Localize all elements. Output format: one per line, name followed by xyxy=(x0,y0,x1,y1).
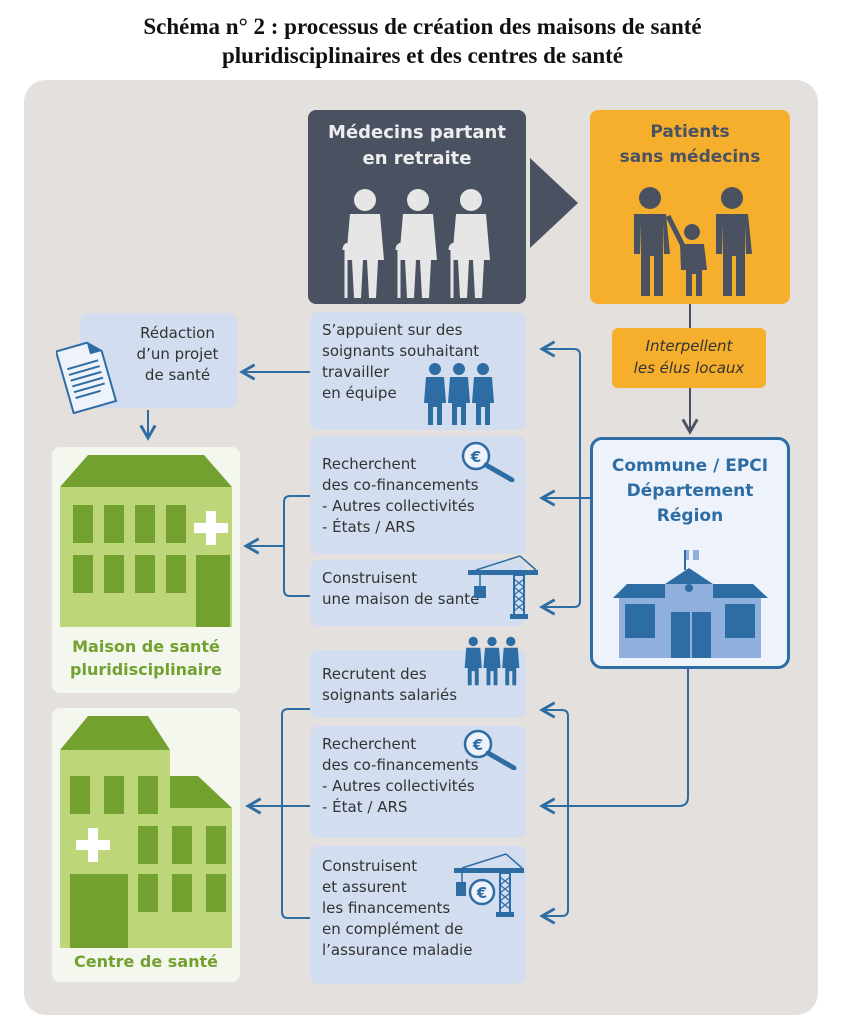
task-cds-build-finance: Construisent et assurent les financement… xyxy=(310,846,526,984)
msp-label-line-1: Maison de santé xyxy=(72,637,220,656)
msp-outcome-box: Maison de santé pluridisciplinaire xyxy=(52,447,240,693)
caregivers-icon xyxy=(464,636,520,686)
msp-label-line-2: pluridisciplinaire xyxy=(70,660,222,679)
task-text: S’appuient sur des soignants souhaitant … xyxy=(310,312,526,404)
doctor-figure-2 xyxy=(395,189,437,298)
retiring-doctors-box: Médecins partant en retraite xyxy=(308,110,526,304)
msp-label: Maison de santé pluridisciplinaire xyxy=(52,635,240,681)
diagram-title: Schéma n° 2 : processus de création des … xyxy=(0,12,845,70)
task-msp-caregivers: S’appuient sur des soignants souhaitant … xyxy=(310,312,526,430)
retired-doctors-icon xyxy=(342,189,490,298)
task-line: en équipe xyxy=(322,384,397,402)
task-line: l’assurance maladie xyxy=(322,941,473,959)
task-text: Construisent et assurent les financement… xyxy=(310,846,526,961)
cds-label: Centre de santé xyxy=(73,952,219,971)
retiring-doctors-label: Médecins partant en retraite xyxy=(308,120,526,172)
town-hall-icon xyxy=(613,550,768,658)
task-line: Construisent xyxy=(322,857,418,875)
task-line: en complément de xyxy=(322,920,464,938)
task-line: et assurent xyxy=(322,878,407,896)
patients-line-1: Patients xyxy=(650,122,730,142)
doctor-figure-1 xyxy=(342,189,384,298)
task-line: - État / ARS xyxy=(322,798,408,816)
interpellent-box: Interpellent les élus locaux xyxy=(612,328,766,388)
health-house-building-icon xyxy=(60,455,232,627)
caregivers-icon xyxy=(424,363,494,425)
doctor-figure-3 xyxy=(448,189,490,298)
euro-magnifier-icon: € xyxy=(461,441,515,482)
patients-line-2: sans médecins xyxy=(619,147,761,167)
task-line: S’appuient sur des xyxy=(322,321,463,339)
task-line: des co-financements xyxy=(322,476,479,494)
task-cds-cofinancing: Recherchent des co-financements - Autres… xyxy=(310,726,526,838)
task-text: Recherchent des co-financements - Autres… xyxy=(310,436,526,538)
task-text: Recherchent des co-financements - Autres… xyxy=(310,726,526,818)
commune-line-1: Commune / EPCI xyxy=(611,456,769,476)
euro-magnifier-icon: € xyxy=(463,729,517,770)
health-project-label: Rédaction d’un projet de santé xyxy=(80,313,237,386)
crane-icon xyxy=(468,555,538,619)
commune-line-3: Région xyxy=(656,506,724,526)
task-line: travailler xyxy=(322,363,390,381)
task-text: Construisent une maison de santé xyxy=(310,560,526,610)
interpellent-label: Interpellent les élus locaux xyxy=(612,335,766,379)
task-text: Recrutent des soignants salariés xyxy=(310,650,526,706)
task-line: soignants salariés xyxy=(322,686,458,704)
task-line: Recherchent xyxy=(322,735,417,753)
cross-icon xyxy=(76,828,110,862)
task-line: les financements xyxy=(322,899,451,917)
family-icon xyxy=(634,187,752,296)
crane-euro-icon: € xyxy=(454,853,524,917)
interpellent-line-1: Interpellent xyxy=(645,337,733,355)
commune-box: Commune / EPCI Département Région xyxy=(590,437,790,669)
title-line-2: pluridisciplinaires et des centres de sa… xyxy=(221,43,623,68)
task-line: - Autres collectivités xyxy=(322,497,475,515)
svg-text:€: € xyxy=(472,736,483,754)
task-msp-build: Construisent une maison de santé xyxy=(310,555,538,626)
task-line: - États / ARS xyxy=(322,518,416,536)
health-project-line-2: d’un projet xyxy=(136,345,219,363)
patients-label: Patients sans médecins xyxy=(590,120,790,170)
task-line: une maison de santé xyxy=(322,590,480,608)
health-project-line-1: Rédaction xyxy=(140,324,215,342)
task-line: soignants souhaitant xyxy=(322,342,480,360)
document-icon xyxy=(56,341,118,414)
title-line-1: Schéma n° 2 : processus de création des … xyxy=(143,14,702,39)
cross-icon xyxy=(194,511,228,545)
task-line: - Autres collectivités xyxy=(322,777,475,795)
task-cds-recruit: Recrutent des soignants salariés xyxy=(310,636,526,718)
retiring-doctors-line-1: Médecins partant xyxy=(328,122,506,143)
svg-text:€: € xyxy=(476,884,487,902)
commune-label: Commune / EPCI Département Région xyxy=(593,454,787,529)
patients-box: Patients sans médecins xyxy=(590,110,790,304)
health-center-building-icon xyxy=(60,716,232,948)
cds-outcome-box: Centre de santé xyxy=(52,708,240,982)
retiring-doctors-line-2: en retraite xyxy=(362,148,472,169)
task-msp-cofinancing: Recherchent des co-financements - Autres… xyxy=(310,436,526,554)
task-line: des co-financements xyxy=(322,756,479,774)
svg-text:€: € xyxy=(470,448,481,466)
interpellent-line-2: les élus locaux xyxy=(633,359,745,377)
task-line: Construisent xyxy=(322,569,418,587)
task-line: Recherchent xyxy=(322,455,417,473)
commune-line-2: Département xyxy=(626,481,754,501)
task-line: Recrutent des xyxy=(322,665,427,683)
health-project-line-3: de santé xyxy=(144,366,211,384)
